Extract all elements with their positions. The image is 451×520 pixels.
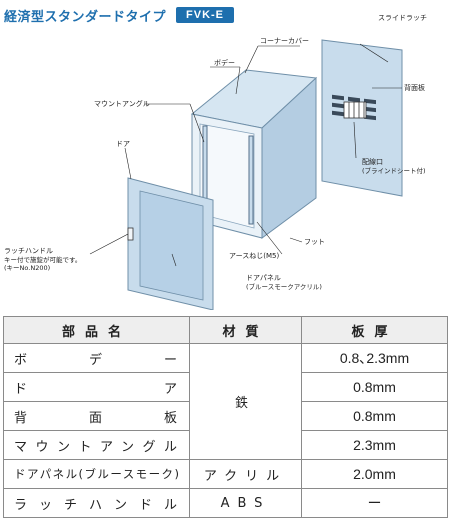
part-name: ドアパネル(ブルースモーク) — [3, 459, 190, 489]
callout-mount-angle: マウントアングル — [94, 100, 150, 108]
part-thickness: 0.8､2.3mm — [301, 343, 448, 373]
part-thickness: ー — [301, 488, 448, 518]
series-title: 経済型スタンダードタイプ — [4, 9, 167, 25]
table-row: ボデー 鉄 0.8､2.3mm — [3, 343, 448, 460]
callout-wiring-port: 配線口 (ブラインドシート付) — [362, 158, 426, 175]
header-part-name: 部品名 — [3, 316, 190, 344]
part-thickness: 0.8mm — [301, 372, 448, 402]
part-thickness: 0.8mm — [301, 401, 448, 431]
part-material: ABS — [189, 488, 302, 518]
callout-latch-handle: ラッチハンドル キー付で施錠が可能です。 (キーNo.N200) — [4, 247, 82, 272]
table-row: マウントアングル 2.3mm — [3, 430, 448, 460]
table-row: ラッチハンドル ABS ー — [3, 488, 448, 518]
callout-ground-screw: アースねじ(M5) — [229, 252, 280, 260]
part-thickness: 2.0mm — [301, 459, 448, 489]
callout-slide-latch: スライドラッチ — [378, 14, 427, 22]
header-thickness: 板厚 — [301, 316, 448, 344]
model-badge: FVK-E — [176, 7, 235, 23]
table-row: ドアパネル(ブルースモーク) アクリル 2.0mm — [3, 459, 448, 489]
cabinet-illustration — [89, 39, 403, 311]
table-row: ドア 0.8mm — [3, 372, 448, 402]
part-name: ラッチハンドル — [3, 488, 190, 518]
page-header: 経済型スタンダードタイプ FVK-E — [4, 4, 235, 26]
header-material: 材質 — [189, 316, 302, 344]
part-name: 背面板 — [3, 401, 190, 431]
callout-body: ボデー — [214, 59, 235, 67]
callout-foot: フット — [304, 238, 325, 246]
parts-spec-table: 部品名 材質 板厚 ボデー 鉄 0.8､2.3mm ドア 0.8mm 背面板 0… — [3, 316, 448, 518]
part-material: アクリル — [189, 459, 302, 489]
part-name: ボデー — [3, 343, 190, 373]
door-shape — [127, 177, 214, 311]
callout-corner-cover: コーナーカバー — [260, 37, 309, 45]
table-header-row: 部品名 材質 板厚 — [3, 316, 448, 344]
callout-door: ドア — [116, 140, 130, 148]
part-name: ドア — [3, 372, 190, 402]
part-name: マウントアングル — [3, 430, 190, 460]
part-thickness: 2.3mm — [301, 430, 448, 460]
callout-back-panel: 背面板 — [404, 84, 425, 92]
callout-door-panel: ドアパネル (ブルースモークアクリル) — [246, 274, 322, 291]
table-row: 背面板 0.8mm — [3, 401, 448, 431]
back-panel-shape — [321, 39, 403, 197]
part-material: 鉄 — [189, 343, 302, 460]
exploded-diagram: スライドラッチ コーナーカバー ボデー 背面板 マウントアングル ドア 配線口 … — [0, 14, 451, 311]
